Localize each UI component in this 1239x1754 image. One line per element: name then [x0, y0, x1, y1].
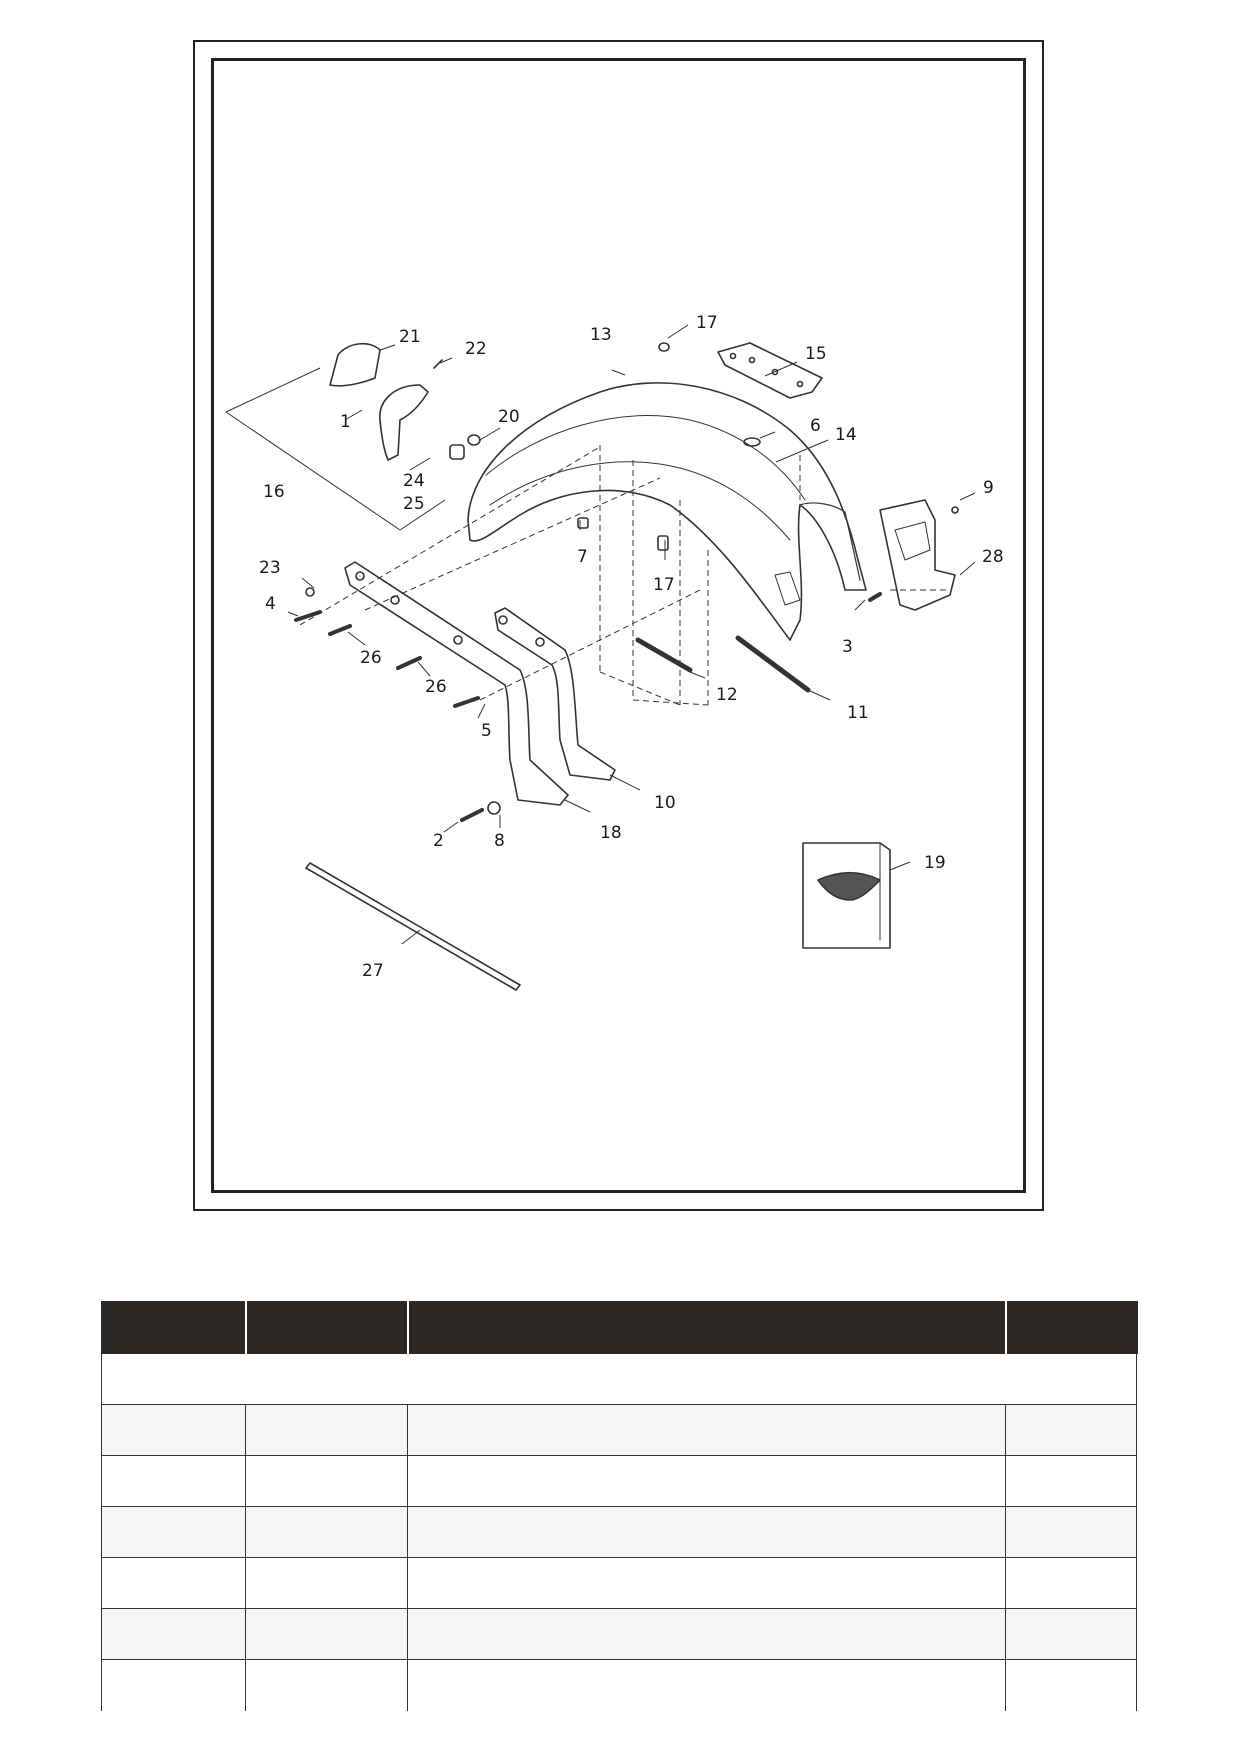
callout-20: 20 — [498, 407, 520, 427]
table-row — [101, 1455, 1137, 1507]
table-cell — [245, 1404, 408, 1456]
washer-8 — [487, 801, 501, 815]
table-row — [101, 1608, 1137, 1660]
table-cell — [407, 1506, 1006, 1558]
callout-4: 4 — [265, 594, 276, 614]
callout-13: 13 — [590, 325, 612, 345]
table-row — [101, 1404, 1137, 1456]
nut-9 — [951, 506, 959, 514]
table-cell — [101, 1557, 246, 1609]
callout-12: 12 — [716, 685, 738, 705]
table-cell — [101, 1455, 246, 1507]
cover-plate — [329, 342, 381, 387]
callout-1: 1 — [340, 412, 351, 432]
screw-22 — [433, 359, 443, 369]
callout-26b: 26 — [425, 677, 447, 697]
table-cell — [101, 1659, 246, 1711]
callout-21: 21 — [399, 327, 421, 347]
callout-11: 11 — [847, 703, 869, 723]
table-cell — [1005, 1608, 1137, 1660]
table-row — [101, 1659, 1137, 1711]
column-header — [245, 1301, 409, 1354]
callout-16: 16 — [263, 482, 285, 502]
nut — [577, 517, 589, 529]
callout-19: 19 — [924, 853, 946, 873]
table-cell — [101, 1404, 246, 1456]
callout-8: 8 — [494, 831, 505, 851]
nut-lower — [657, 535, 669, 551]
callout-18: 18 — [600, 823, 622, 843]
table-cell — [101, 1506, 246, 1558]
figure-frame — [193, 40, 1044, 1211]
callout-6: 6 — [810, 416, 821, 436]
washer — [743, 437, 761, 447]
callout-labels: 1 2 3 4 5 6 7 8 9 10 11 12 13 14 15 16 1… — [259, 313, 1004, 981]
table-cell — [407, 1608, 1006, 1660]
mounting-plate — [717, 342, 823, 399]
column-header — [101, 1301, 247, 1354]
callout-10: 10 — [654, 793, 676, 813]
table-cell — [245, 1659, 408, 1711]
callout-22: 22 — [465, 339, 487, 359]
callout-28: 28 — [982, 547, 1004, 567]
screw-3 — [868, 592, 882, 602]
table-cell — [1005, 1659, 1137, 1711]
callout-2: 2 — [433, 831, 444, 851]
spacer — [449, 444, 465, 460]
nut-20 — [467, 434, 481, 446]
column-header — [407, 1301, 1007, 1354]
trim-strip — [305, 862, 521, 991]
callout-27: 27 — [362, 961, 384, 981]
accessory-package — [802, 842, 891, 949]
callout-9: 9 — [983, 478, 994, 498]
table-cell — [1005, 1506, 1137, 1558]
callout-17-lower: 17 — [653, 575, 675, 595]
support-rod-11 — [735, 635, 811, 693]
parts-table — [101, 1301, 1138, 1711]
callout-14: 14 — [835, 425, 857, 445]
callout-25: 25 — [403, 494, 425, 514]
column-header — [1005, 1301, 1138, 1354]
table-cell — [407, 1557, 1006, 1609]
table-cell — [407, 1659, 1006, 1711]
bolt-5 — [453, 696, 480, 708]
table-header-row — [101, 1301, 1138, 1354]
rear-fender — [467, 382, 867, 641]
table-cell — [1005, 1455, 1137, 1507]
table-row — [101, 1557, 1137, 1609]
bolt-26a — [328, 624, 352, 636]
callout-26a: 26 — [360, 648, 382, 668]
callout-24: 24 — [403, 471, 425, 491]
table-cell — [245, 1608, 408, 1660]
table-cell — [407, 1455, 1006, 1507]
support-rod-12 — [635, 637, 693, 673]
fender-strut-right — [494, 607, 616, 781]
section-label — [101, 1353, 1137, 1405]
table-cell — [101, 1608, 246, 1660]
grommet — [658, 342, 670, 352]
callout-7: 7 — [577, 547, 588, 567]
fender-strut-left — [344, 561, 569, 806]
table-cell — [245, 1557, 408, 1609]
table-cell — [245, 1455, 408, 1507]
callout-5: 5 — [481, 721, 492, 741]
washer-23 — [305, 587, 315, 597]
callout-23: 23 — [259, 558, 281, 578]
table-cell — [407, 1404, 1006, 1456]
callout-17-top: 17 — [696, 313, 718, 333]
table-row — [101, 1506, 1137, 1558]
bolt-26b — [396, 656, 422, 670]
table-cell — [1005, 1557, 1137, 1609]
license-plate-bracket — [879, 499, 956, 611]
table-section-row — [101, 1353, 1137, 1405]
callout-3: 3 — [842, 637, 853, 657]
callout-15: 15 — [805, 344, 827, 364]
table-cell — [1005, 1404, 1137, 1456]
bolt-4 — [294, 610, 322, 622]
trim-bracket — [379, 384, 429, 461]
table-cell — [245, 1506, 408, 1558]
exploded-parts-diagram: 1 2 3 4 5 6 7 8 9 10 11 12 13 14 15 16 1… — [225, 313, 1004, 991]
figure-inner-border — [211, 58, 1026, 1193]
bolt-2 — [460, 808, 484, 822]
